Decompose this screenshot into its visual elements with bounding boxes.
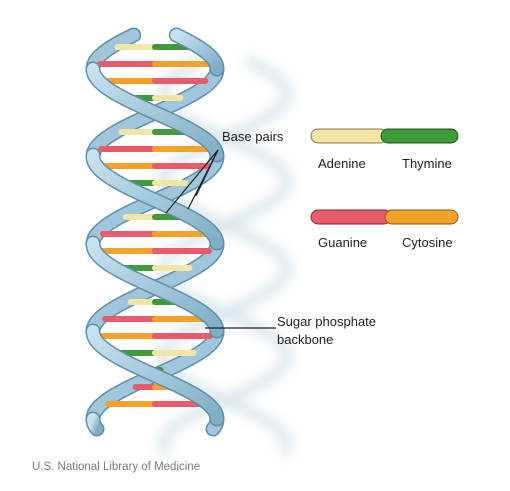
legend-guanine-bar xyxy=(310,209,392,225)
legend-thymine-bar xyxy=(380,128,459,144)
strand-b-ribbon xyxy=(87,63,223,161)
sugar-phosphate-label: Sugar phosphate xyxy=(277,314,376,329)
strand-b-shadow xyxy=(158,355,292,445)
legend-gc: Guanine Cytosine xyxy=(310,209,459,250)
strand-a-ribbon xyxy=(87,325,223,425)
backbone-strand-front xyxy=(85,27,225,437)
strand-a-shadow xyxy=(279,443,292,457)
legend-adenine-bar xyxy=(310,128,388,144)
strand-a-shadow xyxy=(244,55,292,95)
legend-guanine-label: Guanine xyxy=(318,235,367,250)
legend-cytosine-label: Cytosine xyxy=(402,235,453,250)
legend-cytosine-bar xyxy=(384,209,459,225)
base-pairs-pointers xyxy=(165,149,219,214)
legend-thymine-label: Thymine xyxy=(402,156,452,171)
base-pairs-label: Base pairs xyxy=(222,129,284,144)
strand-a-ribbon xyxy=(170,29,223,75)
strand-a-ribbon xyxy=(86,149,223,249)
base-pairs-group xyxy=(96,44,214,407)
legend-at: Adenine Thymine xyxy=(310,128,459,171)
strand-b-ribbon xyxy=(87,237,223,337)
strand-b-shadow xyxy=(158,443,171,457)
strand-b-ribbon xyxy=(87,413,103,435)
legend-adenine-label: Adenine xyxy=(318,156,366,171)
backbone-label: backbone xyxy=(277,332,333,347)
credit-text: U.S. National Library of Medicine xyxy=(32,461,200,473)
